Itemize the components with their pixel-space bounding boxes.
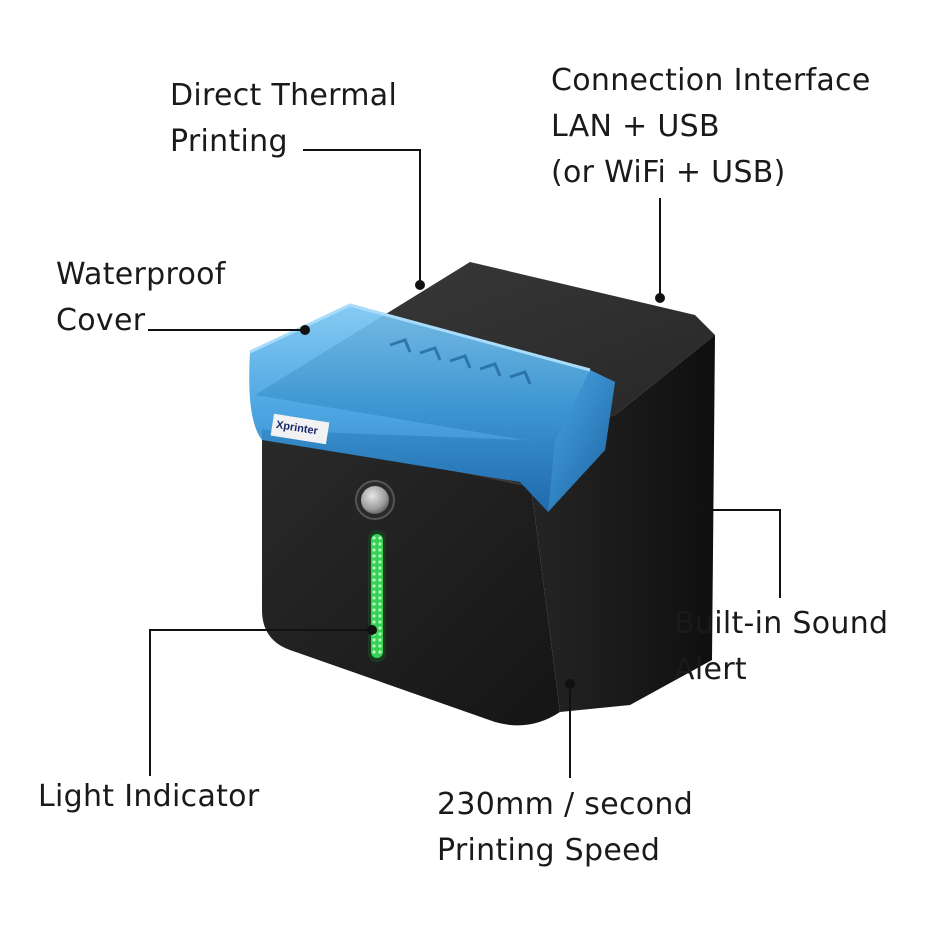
callout-dot-light (367, 625, 377, 635)
led-dot (378, 596, 382, 600)
led-dot (378, 632, 382, 636)
callout-text-line: Cover (56, 303, 146, 338)
callout-dot-speed (565, 679, 575, 689)
callout-text-line: Direct Thermal (170, 78, 398, 113)
callout-text-line: Connection Interface (551, 63, 871, 98)
led-dot (372, 620, 376, 624)
led-dot (372, 614, 376, 618)
callout-printing-speed: 230mm / second Printing Speed (437, 782, 693, 874)
callout-text-line: Alert (674, 652, 747, 687)
callout-text-line: (or WiFi + USB) (551, 155, 786, 190)
led-dot (372, 548, 376, 552)
cover-ridges (389, 338, 532, 385)
led-dot (378, 644, 382, 648)
led-dot (378, 560, 382, 564)
callout-text-line: Built-in Sound (674, 606, 889, 641)
led-dot (372, 650, 376, 654)
led-dot (372, 608, 376, 612)
led-dot (378, 626, 382, 630)
led-dot (378, 566, 382, 570)
callout-text-line: Waterproof (56, 257, 226, 292)
led-dot (378, 650, 382, 654)
led-dot (372, 638, 376, 642)
callout-light-indicator: Light Indicator (38, 774, 259, 820)
callout-line-light (149, 629, 372, 776)
callout-dot-sound (702, 505, 712, 515)
led-dot (378, 620, 382, 624)
led-dot (372, 596, 376, 600)
led-dot (372, 554, 376, 558)
callout-dot-interface (655, 293, 665, 303)
power-button-cap (361, 486, 389, 514)
led-dot (372, 584, 376, 588)
cover-edge-highlight (249, 303, 591, 372)
led-dot (378, 548, 382, 552)
led-dot (372, 602, 376, 606)
led-dot (378, 572, 382, 576)
led-dot (378, 554, 382, 558)
led-dot (378, 602, 382, 606)
callout-dot-thermal (415, 280, 425, 290)
led-dot (372, 542, 376, 546)
callout-line-thermal (303, 149, 421, 285)
led-dot (372, 560, 376, 564)
callout-line-sound (707, 509, 781, 598)
callout-text-line: 230mm / second (437, 787, 694, 822)
callout-thermal-printing: Direct Thermal Printing (170, 73, 397, 165)
led-dot (372, 566, 376, 570)
led-dot (378, 542, 382, 546)
brand-sticker (270, 413, 330, 445)
waterproof-cover-side (548, 370, 615, 512)
led-dot (378, 608, 382, 612)
printer-front-face (262, 430, 560, 726)
led-dot (372, 572, 376, 576)
led-dot (378, 578, 382, 582)
callout-text-line: Printing Speed (437, 833, 661, 868)
led-dot (378, 584, 382, 588)
led-dot (378, 536, 382, 540)
led-dot (378, 590, 382, 594)
led-dot (372, 536, 376, 540)
callout-text-line: Printing (170, 124, 288, 159)
led-dot (372, 578, 376, 582)
callout-text-line: Light Indicator (38, 779, 260, 814)
led-dot (372, 644, 376, 648)
led-dot (372, 590, 376, 594)
callout-sound-alert: Built-in Sound Alert (674, 601, 888, 693)
waterproof-cover (249, 305, 615, 512)
callout-dot-cover (300, 325, 310, 335)
led-dot (378, 638, 382, 642)
callout-dots (300, 280, 712, 689)
callout-connection-interface: Connection Interface LAN + USB (or WiFi … (551, 58, 871, 196)
callout-text-line: LAN + USB (551, 109, 720, 144)
callout-lines (148, 149, 781, 778)
callout-waterproof-cover: Waterproof Cover (56, 252, 226, 344)
led-dot (378, 614, 382, 618)
